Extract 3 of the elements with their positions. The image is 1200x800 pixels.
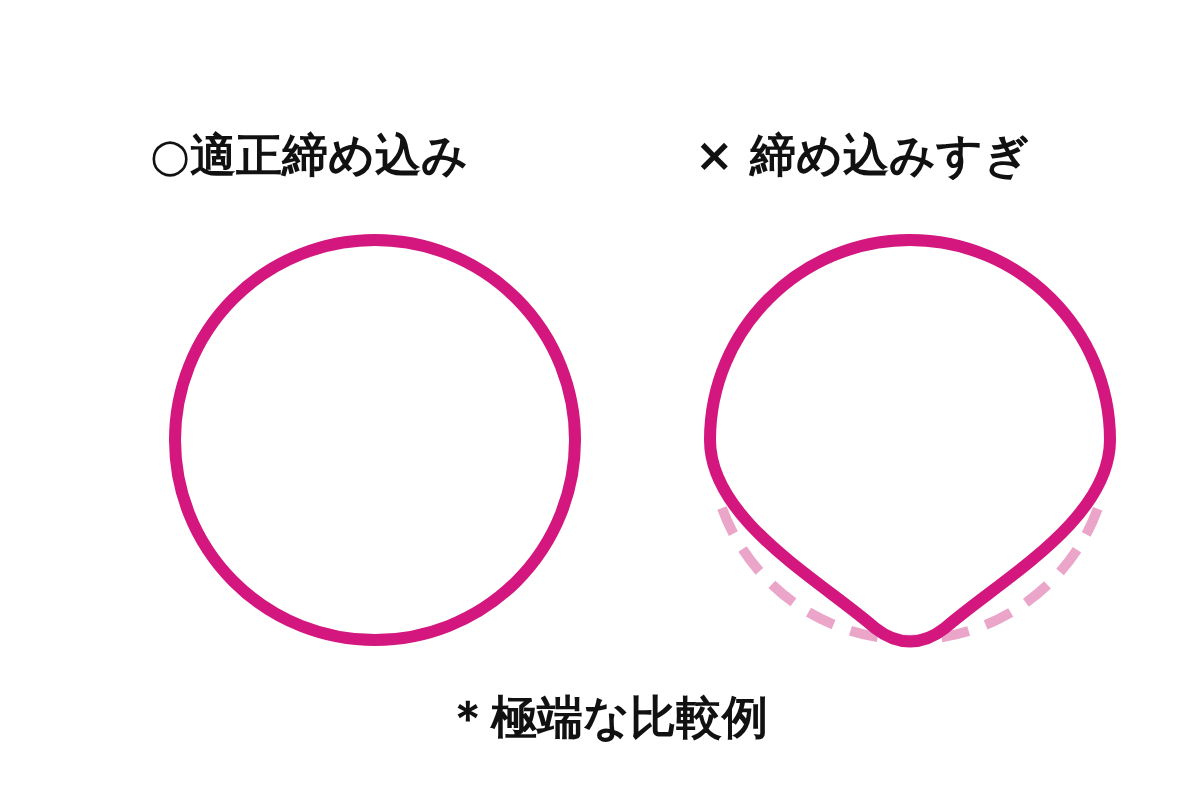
heading-text: × 締め込みすぎ — [695, 128, 1030, 184]
heading-text: ○適正締め込み — [150, 128, 469, 184]
footnote-text: ＊極端な比較例 — [445, 690, 768, 746]
